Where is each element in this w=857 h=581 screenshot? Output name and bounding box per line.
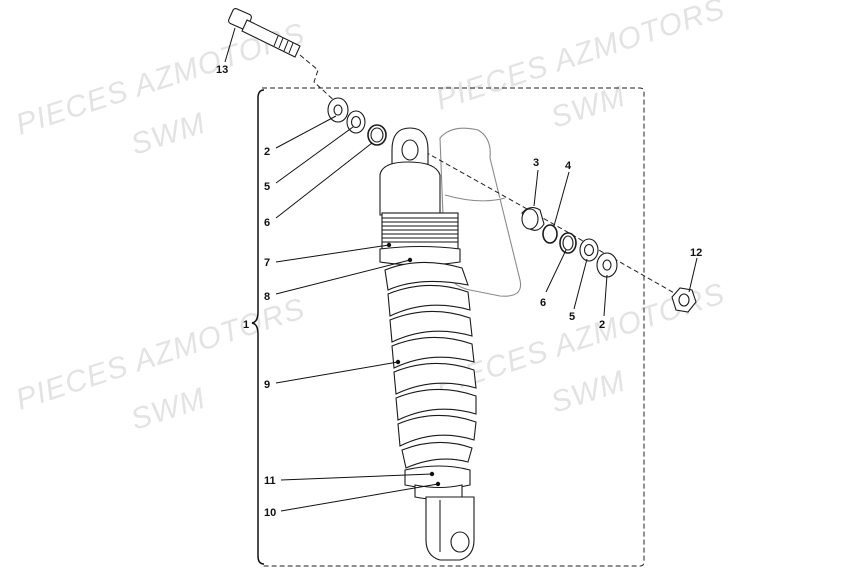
callout-labels: 1 2 5 6 7 8 9 11 10 13 3 4 6 5 2 12 (216, 64, 702, 519)
bolt (228, 8, 301, 58)
callout-7: 7 (264, 257, 270, 269)
assembly-brace (251, 89, 265, 565)
leader-lines (224, 27, 698, 512)
bushing-right (521, 207, 545, 231)
washer-right (596, 252, 618, 278)
callout-9: 9 (264, 379, 270, 391)
callout-13: 13 (216, 64, 228, 76)
callout-5-right: 5 (569, 311, 575, 323)
callout-12: 12 (690, 247, 702, 259)
callout-6-right: 6 (540, 297, 546, 309)
callout-2-left: 2 (264, 146, 270, 158)
watermark-group: PIECES AZMOTORS SWM PIECES AZMOTORS SWM … (12, 0, 729, 437)
axis-line-top (299, 54, 339, 105)
watermark-text: SWM (127, 107, 210, 162)
callout-5-left: 5 (264, 181, 270, 193)
watermark-text: SWM (547, 365, 630, 420)
callout-1: 1 (243, 319, 249, 331)
callout-4: 4 (565, 160, 572, 172)
callout-8: 8 (264, 291, 270, 303)
callout-3: 3 (533, 157, 539, 169)
axis-line-right (417, 147, 691, 303)
callout-11: 11 (264, 475, 276, 487)
shock-absorber (379, 127, 477, 561)
circlip-left (367, 124, 387, 146)
assembly-frame (262, 87, 645, 567)
callout-2-right: 2 (599, 319, 605, 331)
ring-right (579, 238, 599, 262)
circlip-right-6 (559, 232, 577, 254)
callout-6-left: 6 (264, 217, 270, 229)
callout-10: 10 (264, 507, 276, 519)
watermark-text: SWM (127, 382, 210, 437)
washer-left (327, 97, 349, 123)
nut (671, 287, 697, 313)
circlip-right-4 (542, 224, 558, 244)
